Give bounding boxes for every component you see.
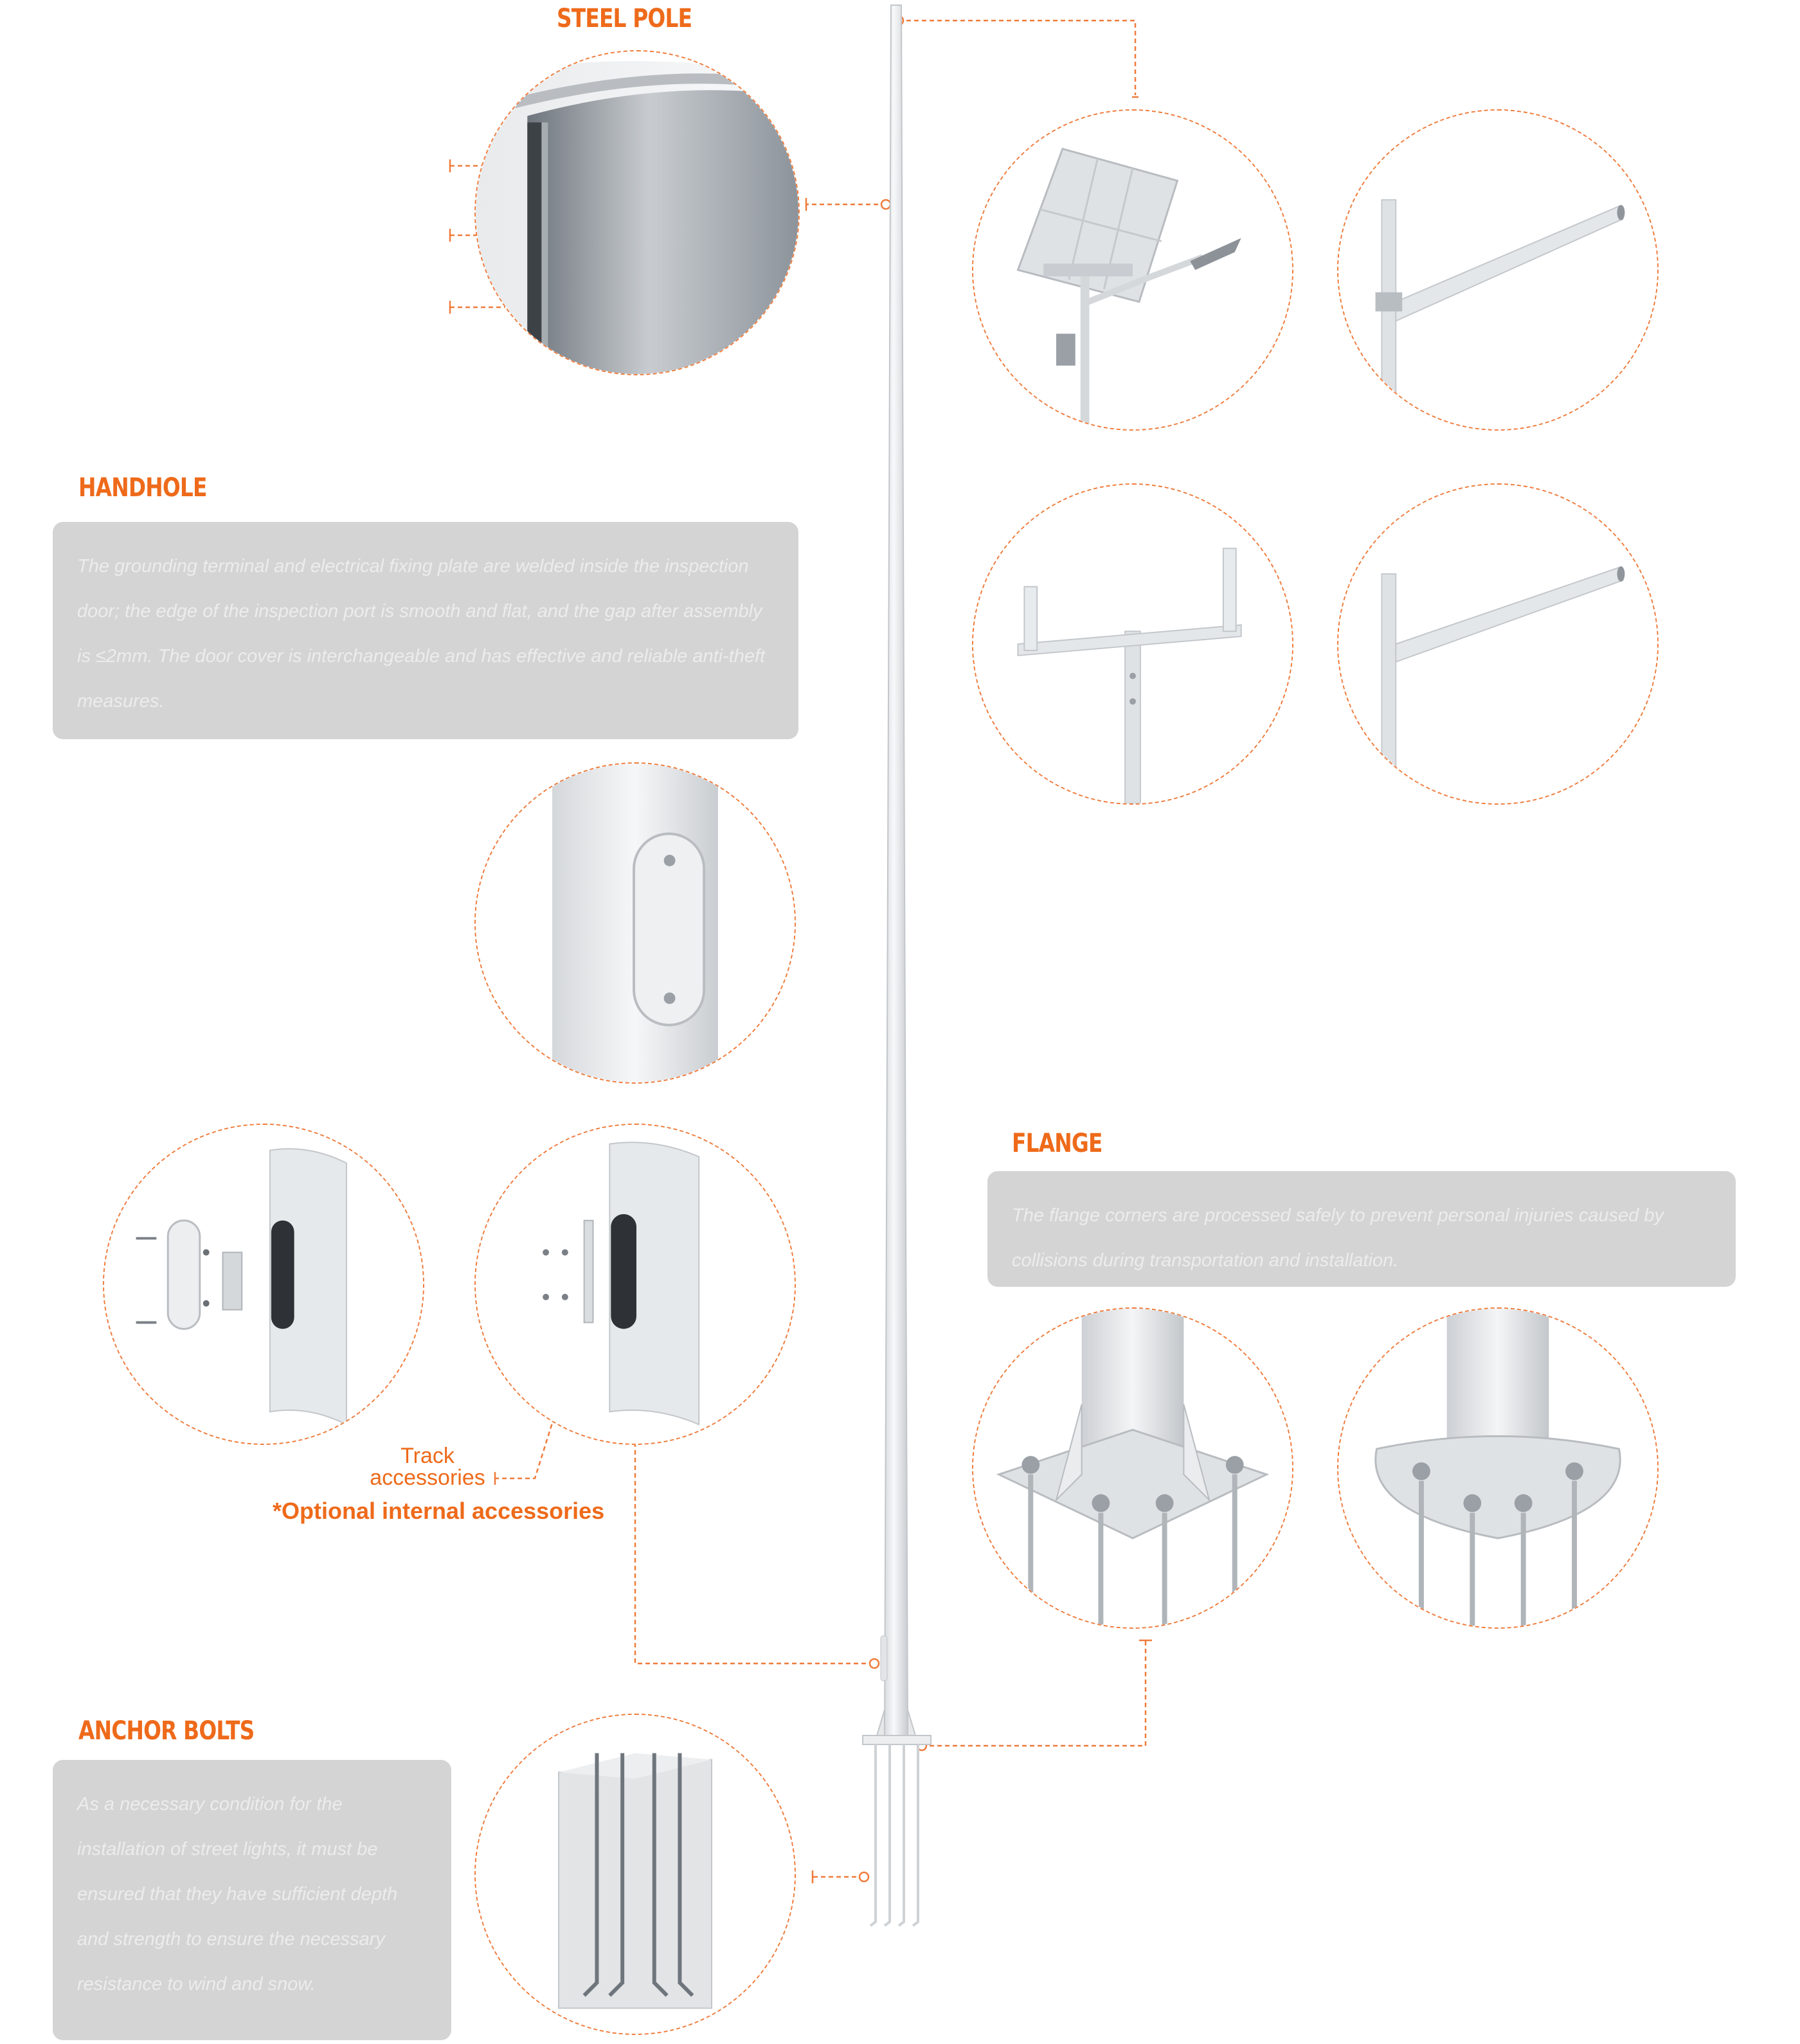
handhole-heading: HANDHOLE [78, 473, 207, 503]
anchor-bolts-heading: ANCHOR BOLTS [78, 1716, 255, 1746]
handhole-door [880, 1635, 888, 1681]
flange-description: The flange corners are processed safely … [1012, 1205, 1664, 1271]
double-arm-bracket-image [973, 485, 1292, 803]
flange-heading: FLANGE [1012, 1129, 1102, 1158]
track-accessories-label: Track accessories [370, 1444, 485, 1490]
single-arm-bracket-variant-image [1338, 485, 1657, 803]
single-arm-bracket-image [1338, 111, 1657, 429]
anchor-bolts-concrete-image [476, 1715, 795, 2034]
flange-front-detail [972, 1307, 1293, 1629]
solar-street-light-image [973, 111, 1292, 429]
single-arm-bracket-detail [1337, 109, 1659, 431]
street-light-pole-illustration [862, 4, 932, 1927]
single-arm-bracket-variant-detail [1337, 483, 1659, 805]
flange-rear-detail [1337, 1307, 1659, 1629]
steel-pole-wall-section-image [476, 51, 798, 374]
handhole-exploded-detail [103, 1124, 424, 1445]
flange-rear-image [1338, 1309, 1657, 1627]
anchor-bolts-description-box: As a necessary condition for the install… [53, 1760, 451, 2040]
handhole-exploded-image [104, 1125, 423, 1444]
anchor-bolts-description: As a necessary condition for the install… [77, 1794, 398, 1995]
handhole-description: The grounding terminal and electrical fi… [77, 556, 766, 712]
steel-pole-wall-detail [474, 50, 800, 375]
pole-shaft [883, 4, 909, 1736]
solar-street-light-detail [972, 109, 1293, 431]
base-flange-plate [862, 1735, 932, 1745]
optional-internal-accessories-note: *Optional internal accessories [273, 1498, 605, 1524]
track-accessories-image [476, 1125, 795, 1444]
double-arm-bracket-detail [972, 483, 1293, 805]
flange-front-image [973, 1309, 1292, 1627]
flange-description-box: The flange corners are processed safely … [987, 1171, 1736, 1287]
handhole-door-detail [474, 762, 796, 1084]
pole-anchor-bolts [869, 1744, 919, 1927]
handhole-description-box: The grounding terminal and electrical fi… [53, 522, 798, 739]
steel-pole-heading: STEEL POLE [557, 4, 692, 33]
handhole-door-image [476, 764, 795, 1082]
anchor-bolts-detail [474, 1714, 796, 2035]
track-accessories-detail [474, 1124, 796, 1445]
